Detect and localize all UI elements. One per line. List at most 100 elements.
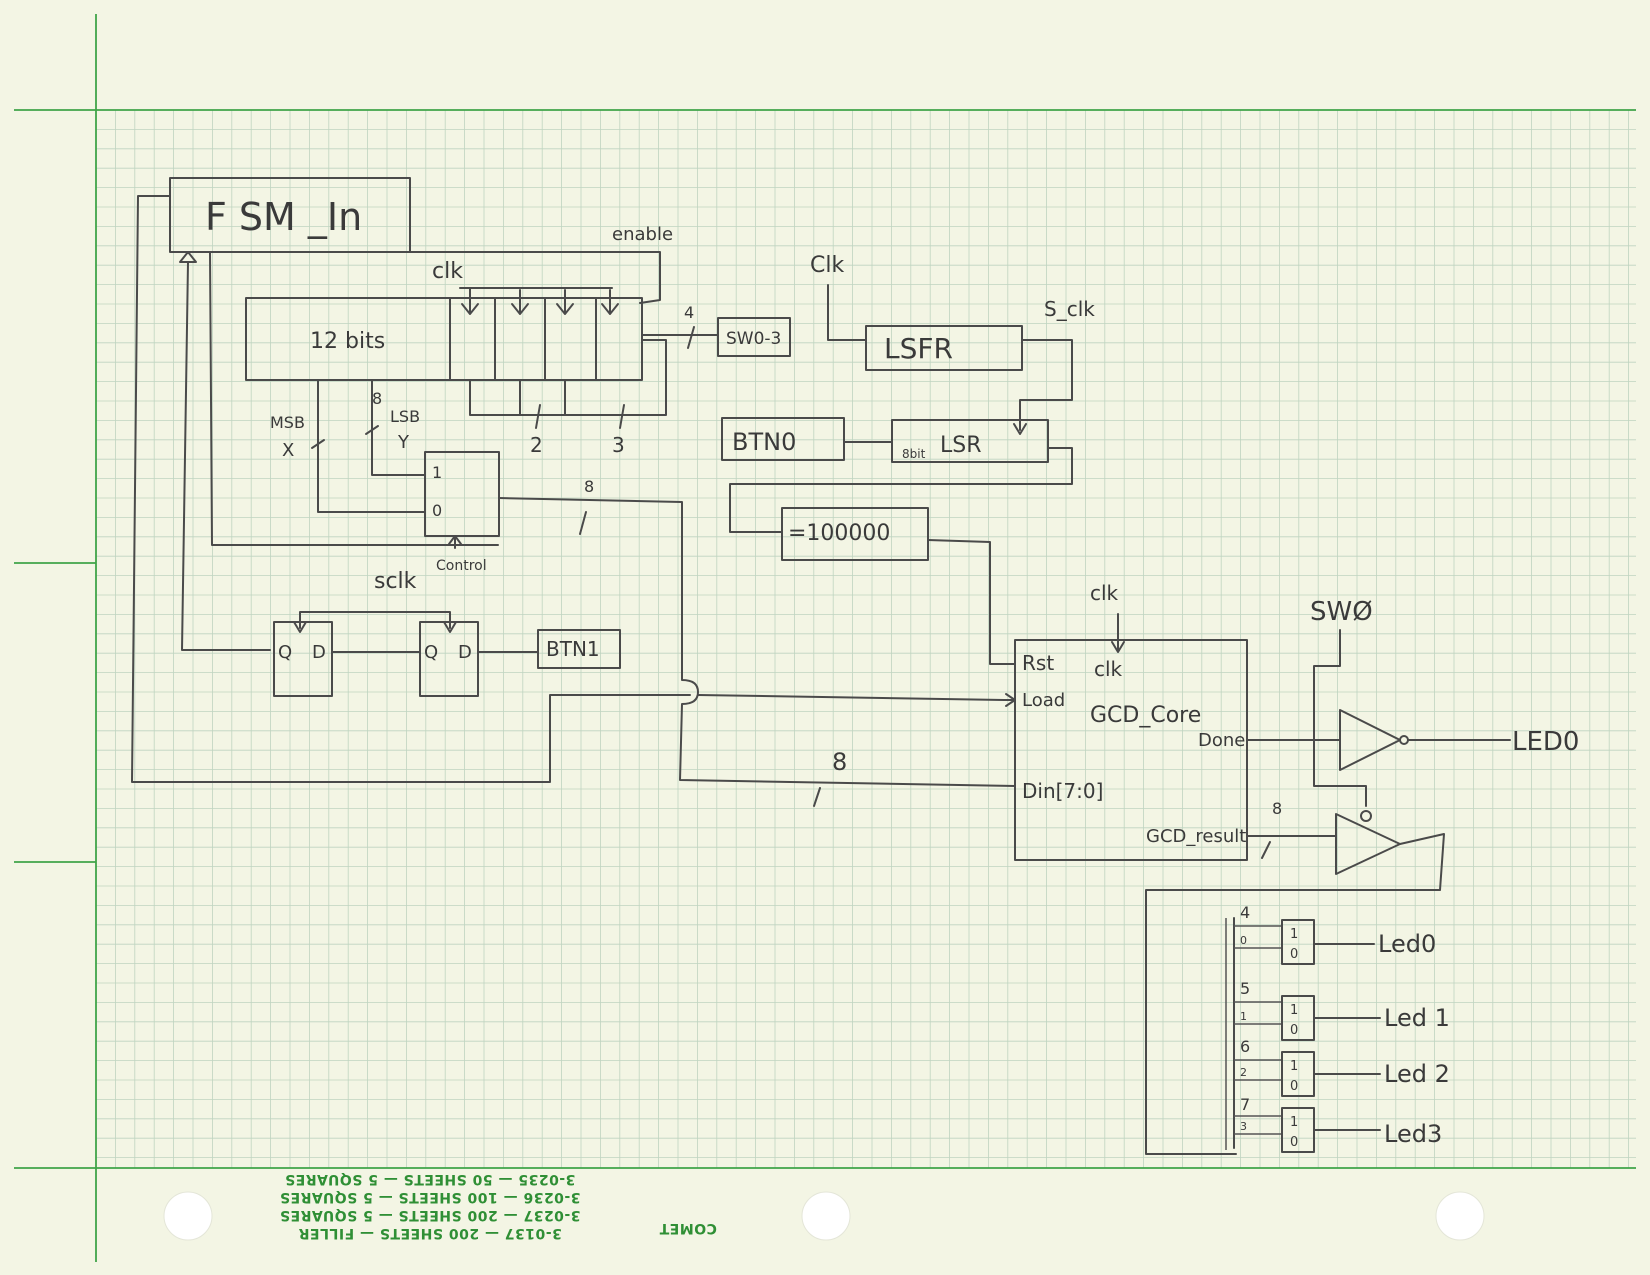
footer-line: 3-0235 — 50 SHEETS — 5 SQUARES	[285, 1171, 576, 1187]
control-arrow	[448, 535, 462, 549]
wire-fsm-control	[209, 251, 499, 546]
tap-2-label: 2	[530, 433, 543, 457]
mux3-out-label: Led3	[1384, 1120, 1442, 1148]
sw0-label: SWØ	[1310, 597, 1373, 627]
dff-1: Q D	[273, 621, 333, 697]
wire-sclk	[299, 611, 451, 629]
wire-msb	[317, 379, 426, 513]
gcd-din-label: Din[7:0]	[1022, 779, 1103, 803]
lsb-var-label: Y	[397, 432, 410, 453]
width-4-label: 4	[684, 303, 694, 322]
grid-lines	[95, 109, 1636, 1168]
btn1-block: BTN1	[537, 629, 621, 669]
gcd-done-label: Done	[1198, 730, 1245, 751]
wire-s-clk	[1019, 339, 1073, 431]
shift-register-label: 12 bits	[310, 329, 385, 354]
wire-lsr-to-compare	[729, 447, 1073, 533]
footer-line: 3-0236 — 100 SHEETS — 5 SQUARES	[280, 1189, 581, 1205]
margin-lines	[14, 14, 1636, 1262]
wire-compare-to-rst	[927, 539, 1016, 665]
mux2-top-label: 6	[1240, 1037, 1250, 1056]
sw0-3-block: SW0-3	[717, 317, 791, 357]
lsr-label: LSR	[940, 433, 982, 458]
footer-line: 3-0137 — 200 SHEETS — FILLER	[298, 1225, 562, 1241]
wire-load	[697, 694, 1005, 701]
dff1-q-label: Q	[278, 642, 292, 663]
mux3-in1-label: 1	[1290, 1115, 1298, 1130]
width-8-a-label: 8	[372, 389, 382, 408]
mux0-top-label: 4	[1240, 903, 1250, 922]
control-label: Control	[436, 558, 487, 574]
btn0-label: BTN0	[732, 428, 796, 456]
mux1-top-label: 5	[1240, 979, 1250, 998]
circuit-diagram: F SM _In enable 12 bits clk 2	[131, 177, 1579, 1155]
mux2-in0-label: 0	[1290, 1079, 1298, 1094]
mux0-in1-label: 1	[1290, 927, 1298, 942]
gcd-clk-arrow	[1111, 613, 1125, 653]
footer-line: 3-0237 — 200 SHEETS — 5 SQUARES	[280, 1207, 581, 1223]
clk-lsfr-label: Clk	[810, 253, 844, 278]
sw0-3-label: SW0-3	[726, 329, 781, 349]
tristate-done	[1339, 709, 1409, 771]
mux1-out-label: Led 1	[1384, 1004, 1450, 1032]
width-8-d-label: 8	[1272, 799, 1282, 818]
mux-in0-label: 0	[432, 501, 442, 520]
wire-sw0	[1313, 629, 1367, 807]
wire-taps	[469, 339, 667, 416]
mux0-out-label: Led0	[1378, 930, 1436, 958]
sclk-label: sclk	[374, 569, 417, 594]
lsfr-label: LSFR	[884, 332, 953, 365]
tristate-result	[1335, 810, 1401, 875]
led-mux-1: 5 1 1 0 Led 1	[1234, 979, 1450, 1041]
lsb-label: LSB	[390, 407, 420, 426]
fsm-label: F SM _In	[205, 195, 362, 239]
mux1-sel-label: 1	[1240, 1010, 1247, 1023]
led-mux-0: 4 0 1 0 Led0	[1234, 903, 1436, 965]
punch-hole-center	[801, 1191, 851, 1241]
btn1-label: BTN1	[546, 637, 600, 661]
mux-in1-label: 1	[432, 463, 442, 482]
wire-clk-lsfr	[827, 284, 867, 341]
msb-label: MSB	[270, 413, 305, 432]
dff1-d-label: D	[312, 642, 326, 663]
gcd-core-label: GCD_Core	[1090, 703, 1201, 728]
gcd-result-label: GCD_result	[1146, 826, 1246, 847]
enable-label: enable	[612, 224, 673, 245]
led-mux-group: 4 0 1 0 Led0 5 1 1 0 Led 1	[1225, 903, 1450, 1153]
s-clk-label: S_clk	[1044, 297, 1095, 321]
gcd-load-label: Load	[1022, 690, 1065, 711]
compare-block: =100000	[781, 507, 929, 561]
dff2-q-label: Q	[424, 642, 438, 663]
led0-main-label: LED0	[1512, 727, 1579, 757]
mux0-sel-label: 0	[1240, 934, 1247, 947]
dff2-d-label: D	[458, 642, 472, 663]
mux2-out-label: Led 2	[1384, 1060, 1450, 1088]
paper-footer: 3-0137 — 200 SHEETS — FILLER 3-0237 — 20…	[280, 1171, 717, 1241]
load-arrow	[1003, 693, 1016, 707]
mux2-in1-label: 1	[1290, 1059, 1298, 1074]
brand-label: COMET	[659, 1220, 717, 1236]
lsfr-block: LSFR	[865, 325, 1023, 371]
wire-enable	[409, 251, 661, 304]
fsm-in-block: F SM _In	[169, 177, 411, 253]
tap-3-label: 3	[612, 433, 625, 457]
mux3-in0-label: 0	[1290, 1135, 1298, 1150]
punch-hole-right	[1435, 1191, 1485, 1241]
width-8-b-label: 8	[584, 477, 594, 496]
gcd-clk-port-label: clk	[1094, 657, 1123, 681]
dff-2: Q D	[419, 621, 479, 697]
gcd-clk-in-label: clk	[1090, 581, 1119, 605]
led-mux-2: 6 2 1 0 Led 2	[1234, 1037, 1450, 1097]
wire-mux-to-din	[498, 497, 1016, 787]
wire-result-bus	[1145, 833, 1445, 1155]
wire-lsb	[371, 379, 426, 476]
mux-xy: 1 0	[424, 451, 500, 537]
gcd-core-block: Rst clk Load GCD_Core Done Din[7:0]	[1014, 639, 1248, 861]
gcd-rst-label: Rst	[1022, 651, 1054, 675]
mux2-sel-label: 2	[1240, 1066, 1247, 1079]
mux3-sel-label: 3	[1240, 1120, 1247, 1133]
mux0-in0-label: 0	[1290, 947, 1298, 962]
mux3-top-label: 7	[1240, 1095, 1250, 1114]
mux1-in1-label: 1	[1290, 1003, 1298, 1018]
